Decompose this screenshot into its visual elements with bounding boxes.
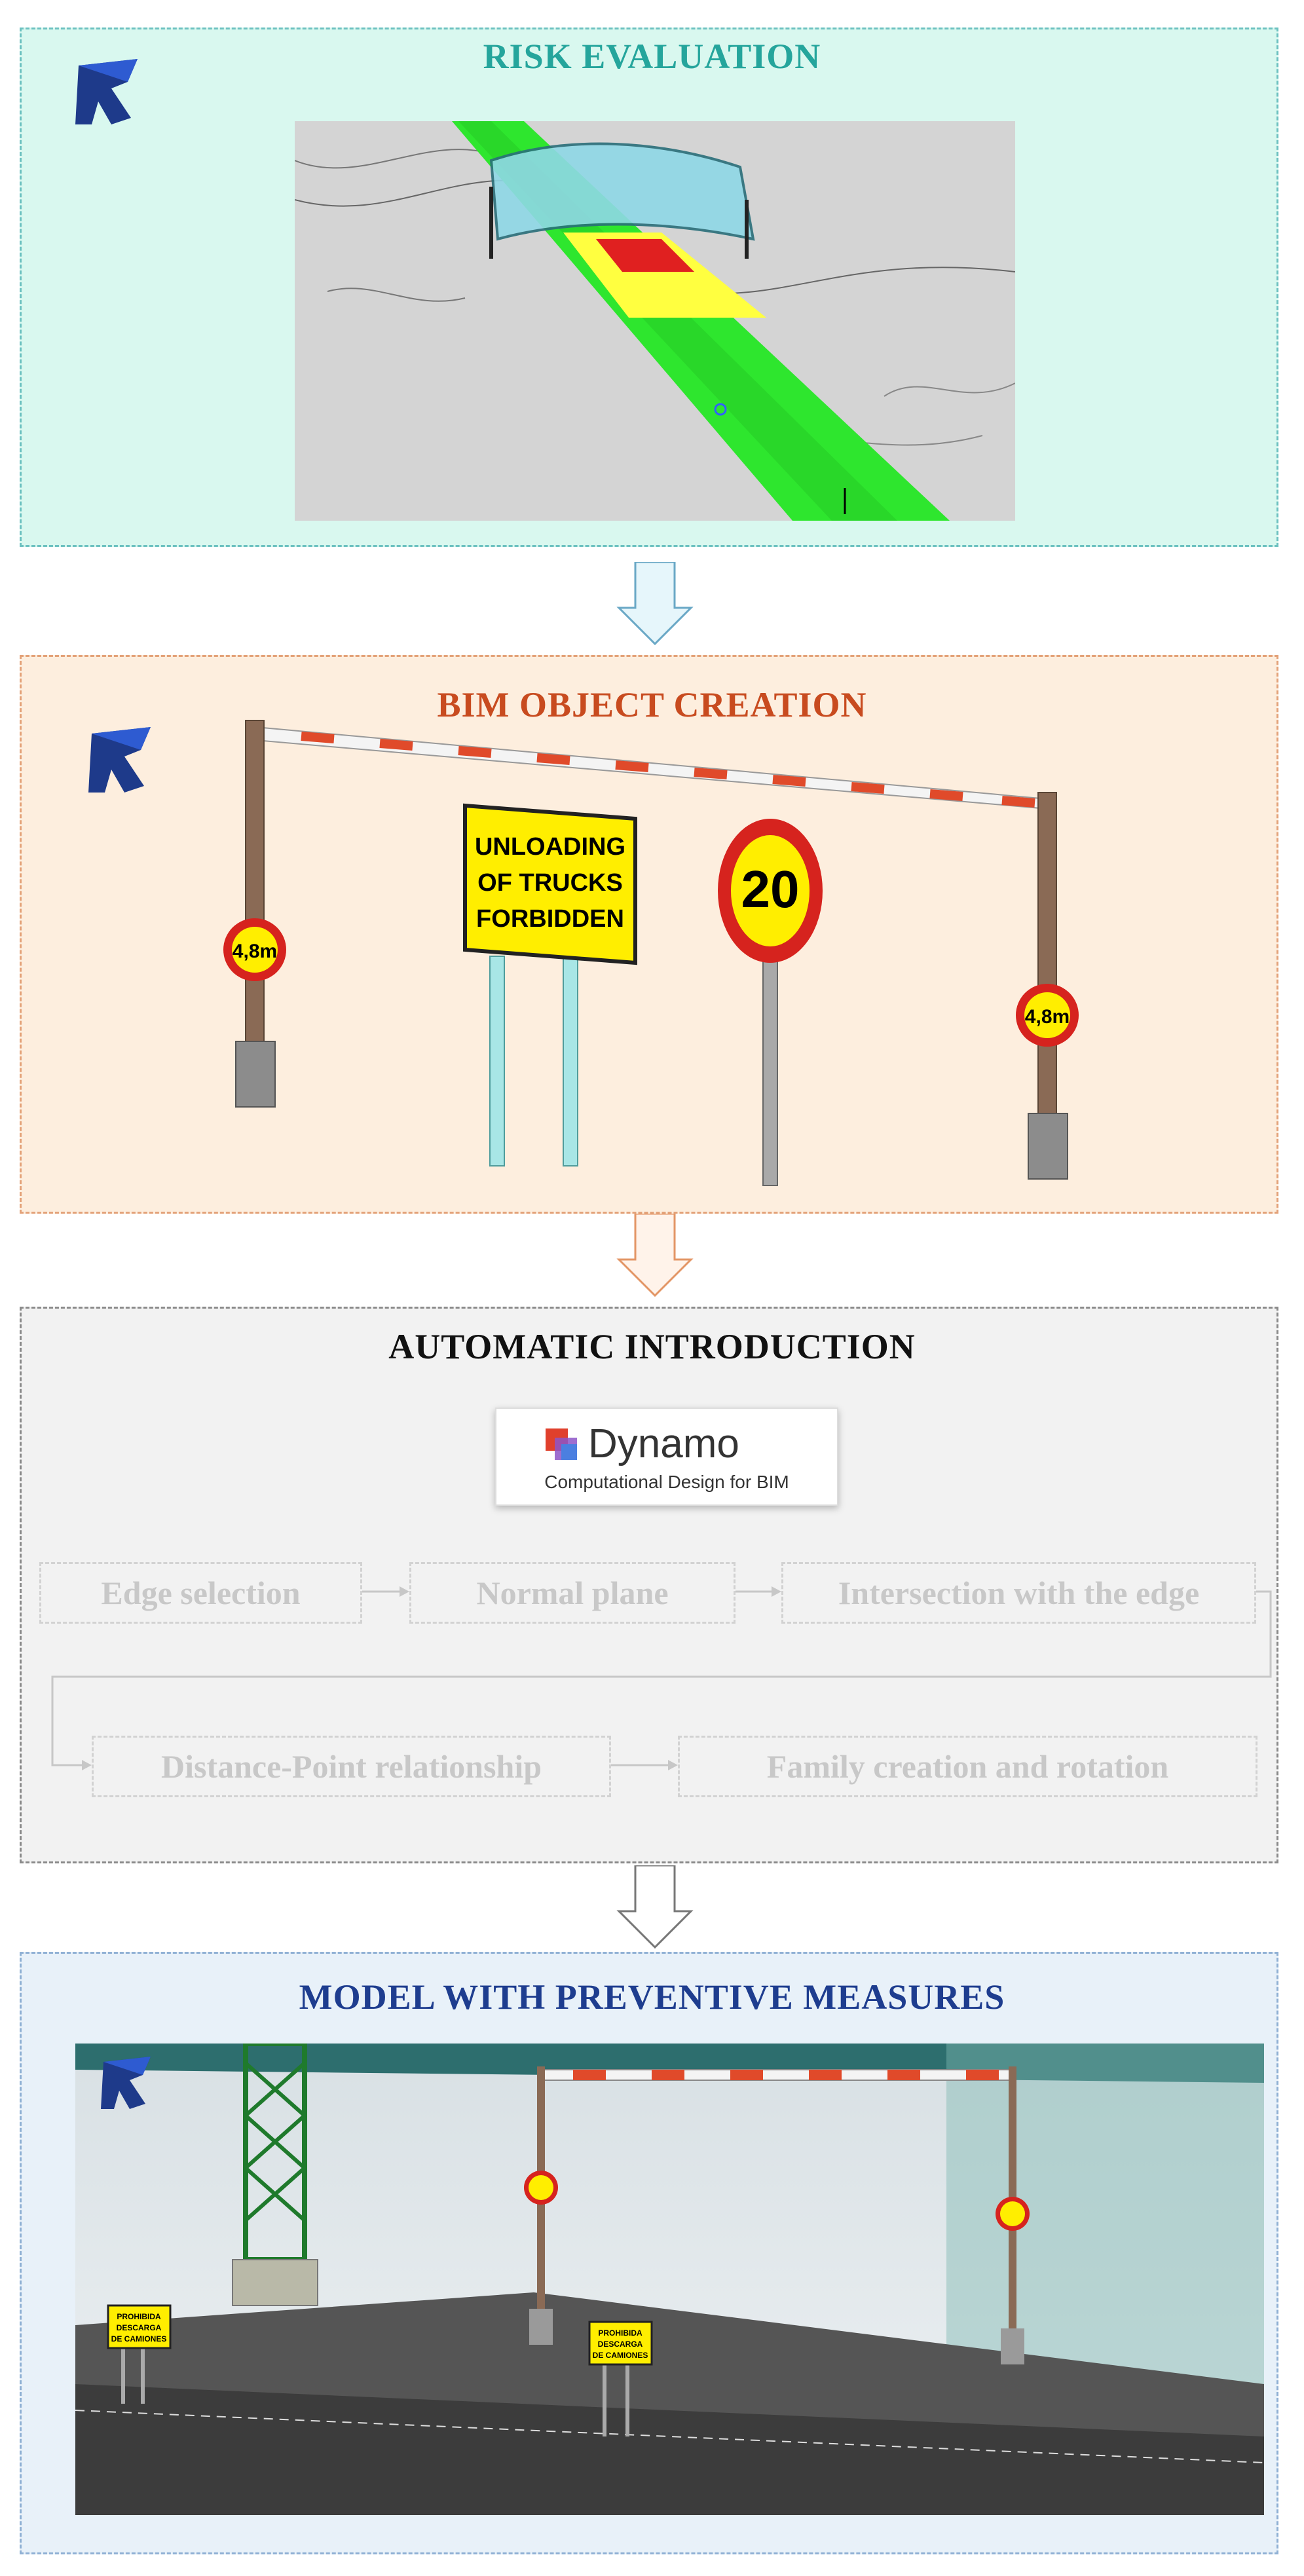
step-edge-selection: Edge selection [39,1562,362,1624]
dynamo-name: Dynamo [588,1421,739,1466]
model-sign-center-line-3: DE CAMIONES [593,2351,648,2360]
step-intersection-with-edge: Intersection with the edge [781,1562,1256,1624]
down-arrow-icon [616,562,694,646]
down-arrow-icon [616,1865,694,1949]
model-sign-left-line-1: PROHIBIDA [117,2312,161,2321]
model-sign-center-line-1: PROHIBIDA [598,2328,643,2338]
unloading-sign-line-3: FORBIDDEN [476,905,624,933]
revit-logo-icon [75,59,138,124]
risk-evaluation-render [295,121,1015,521]
dynamo-logo: Dynamo Computational Design for BIM [495,1408,838,1506]
preventive-model-render: PROHIBIDA DESCARGA DE CAMIONES PROHIBIDA… [75,2044,1264,2515]
dynamo-subtitle: Computational Design for BIM [544,1472,789,1492]
height-limit-label-right: 4,8m [1025,1006,1070,1028]
model-sign-left-line-2: DESCARGA [117,2323,162,2332]
dynamo-logo-icon [546,1428,577,1460]
height-limit-label: 4,8m [233,941,277,962]
unloading-sign-line-2: OF TRUCKS [477,869,623,897]
model-sign-center-line-2: DESCARGA [598,2340,643,2349]
automatic-introduction-title: AUTOMATIC INTRODUCTION [388,1327,916,1366]
speed-limit-label: 20 [741,860,800,918]
risk-evaluation-title: RISK EVALUATION [483,37,821,76]
step-family-creation: Family creation and rotation [678,1736,1257,1797]
model-sign-left-line-3: DE CAMIONES [111,2334,167,2343]
model-preventive-title: MODEL WITH PREVENTIVE MEASURES [299,1977,1005,2017]
step-distance-point: Distance-Point relationship [92,1736,611,1797]
down-arrow-icon [616,1214,694,1297]
revit-logo-icon [88,727,151,793]
bim-objects-render: 4,8m 4,8m UNLOADING OF TRUCKS FORBIDDEN … [223,720,1079,1186]
automatic-introduction-panel [20,1307,1278,1863]
revit-logo-icon [101,2057,151,2109]
bim-object-creation-title: BIM OBJECT CREATION [437,685,867,724]
unloading-sign-line-1: UNLOADING [475,833,625,861]
step-normal-plane: Normal plane [409,1562,736,1624]
